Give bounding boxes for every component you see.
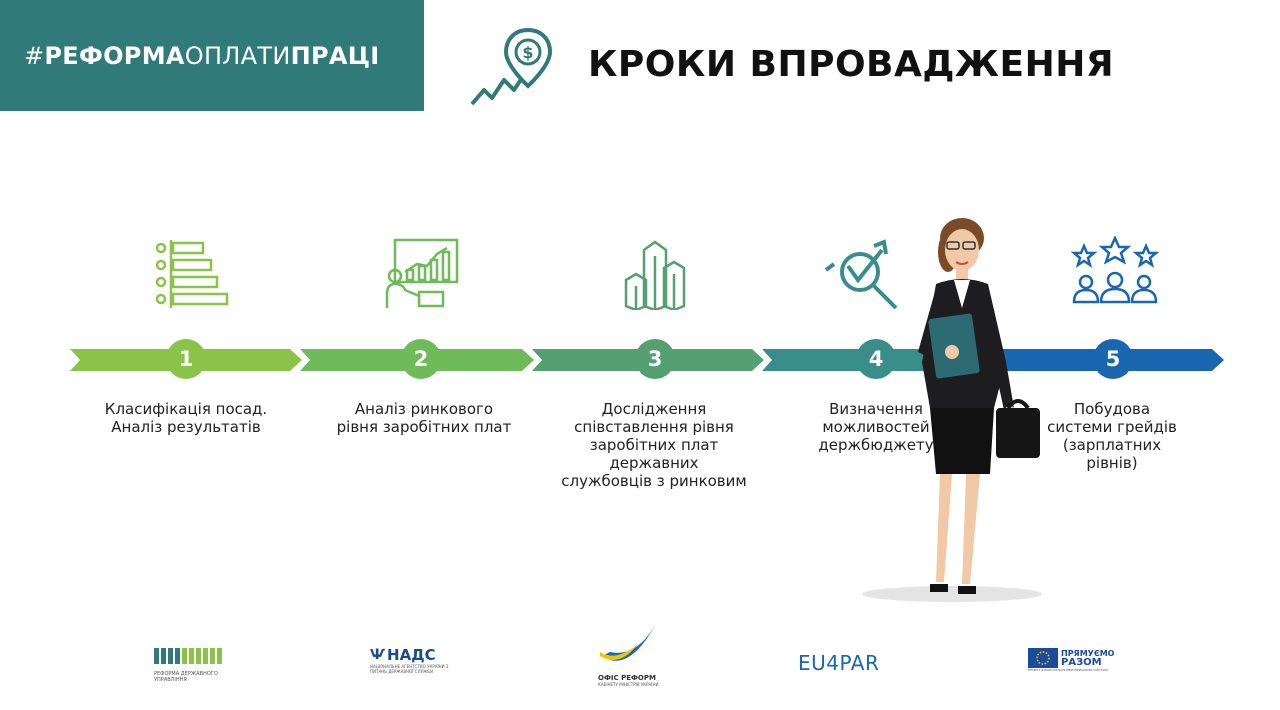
logo-rdu: РЕФОРМА ДЕРЖАВНОГО УПРАВЛІННЯ — [154, 648, 222, 683]
team-stars-icon — [1070, 236, 1160, 304]
logo-nads: Ѱ НАДС НАЦІОНАЛЬНЕ АГЕНТСТВО УКРАЇНИ З П… — [370, 646, 450, 674]
map-pin-dollar-growth-icon: $ — [470, 28, 552, 106]
eu-logo-line2: РАЗОМ — [1061, 657, 1102, 668]
eu4par-logo-text: EU4PAR — [798, 651, 880, 675]
nads-logo-title: НАДС — [387, 646, 436, 664]
rdu-logo-text: РЕФОРМА ДЕРЖАВНОГО УПРАВЛІННЯ — [154, 671, 218, 683]
eu-logo-line1: ПРЯМУЄМО — [1061, 649, 1115, 658]
office-logo-title: ОФІС РЕФОРМ — [598, 674, 656, 682]
brand-hashtag: #РЕФОРМАОПЛАТИПРАЦІ — [24, 41, 380, 70]
step-number: 1 — [166, 339, 206, 379]
eu-flag-icon — [1028, 648, 1058, 668]
trident-icon: Ѱ — [370, 647, 386, 663]
step-caption: Класифікація посад.Аналіз результатів — [104, 400, 268, 436]
step-number: 2 — [401, 339, 441, 379]
building-blocks-icon — [624, 240, 686, 310]
page-title: КРОКИ ВПРОВАДЖЕННЯ — [588, 44, 1115, 85]
swoosh-icon — [600, 624, 656, 661]
logo-eu4par: EU4PAR — [798, 651, 879, 675]
list-bars-icon — [155, 240, 229, 308]
svg-text:$: $ — [522, 43, 533, 62]
logo-eu: ПРЯМУЄМО РАЗОМ ПРОЕКТ ФІНАНСУЄТЬСЯ ЄВРОП… — [1028, 648, 1114, 672]
magnifier-check-icon — [824, 239, 898, 310]
brand-banner: #РЕФОРМАОПЛАТИПРАЦІ — [0, 0, 424, 111]
nads-logo-subtitle: НАЦІОНАЛЬНЕ АГЕНТСТВО УКРАЇНИ З ПИТАНЬ Д… — [370, 664, 449, 674]
logo-reform-office: ОФІС РЕФОРМ КАБІНЕТУ МІНІСТРІВ УКРАЇНИ — [598, 622, 658, 687]
step-number: 5 — [1093, 339, 1133, 379]
rdu-bars-icon — [154, 648, 222, 664]
presentation-chart-icon — [385, 238, 459, 308]
office-logo-subtitle: КАБІНЕТУ МІНІСТРІВ УКРАЇНИ — [598, 682, 659, 687]
businesswoman-illustration — [862, 218, 1042, 602]
step-number: 3 — [635, 339, 675, 379]
eu-logo-subtitle: ПРОЕКТ ФІНАНСУЄТЬСЯ ЄВРОПЕЙСЬКИМ СОЮЗОМ — [1028, 668, 1108, 672]
step-number: 4 — [856, 339, 896, 379]
